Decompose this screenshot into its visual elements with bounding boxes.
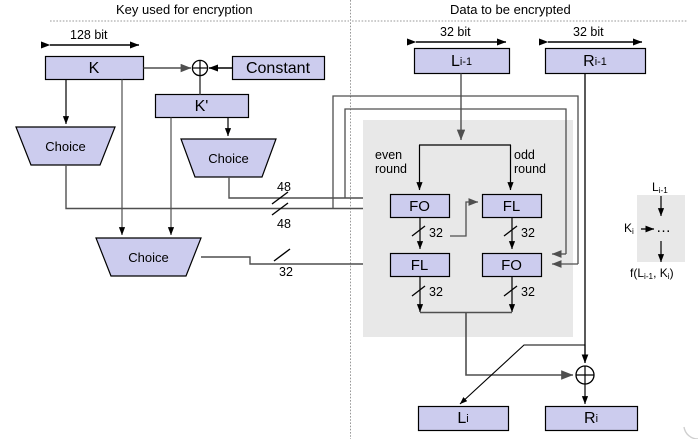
block-FL-even	[389, 252, 451, 278]
slash-32-d	[503, 285, 518, 297]
bus-label-48-even: 48	[277, 180, 291, 194]
wire-choice1-out	[65, 165, 333, 210]
legend-output-mid: , K	[653, 266, 668, 280]
section-title-right: Data to be encrypted	[450, 2, 571, 17]
legend-key-label: Ki	[624, 221, 634, 236]
data-box-R-prev	[544, 47, 647, 75]
slash-32-c	[411, 285, 426, 297]
dimension-label-128bit: 128 bit	[70, 28, 108, 42]
round-label-odd: odd round	[514, 148, 546, 176]
block-FO-even	[389, 193, 451, 219]
legend-output-sub2: i	[667, 272, 670, 282]
bus-label-32-fo-even: 32	[429, 226, 443, 240]
round-label-even-line2: round	[375, 162, 407, 176]
feedback-wire-inner	[344, 108, 567, 254]
round-panel	[363, 120, 573, 337]
legend-output-label: f(Li-1, Ki)	[630, 266, 674, 281]
bus-label-32-fl: 32	[279, 265, 293, 279]
legend-ellipsis: …	[656, 219, 672, 236]
choice-block-3	[95, 237, 202, 277]
wire-fo-even-to-fl-odd	[450, 198, 479, 237]
legend-output-fn: f(L	[630, 266, 645, 280]
bus-label-32-fo-odd: 32	[521, 285, 535, 299]
bus-label-48-odd: 48	[277, 217, 291, 231]
section-title-left: Key used for encryption	[116, 2, 253, 17]
data-box-L-prev	[413, 47, 511, 75]
round-label-even-line1: even	[375, 148, 403, 162]
bus-label-32-fl-even: 32	[429, 285, 443, 299]
dimension-label-32bit-left: 32 bit	[440, 25, 471, 39]
block-FO-odd	[481, 252, 543, 278]
legend-output-end: )	[669, 266, 674, 280]
legend-output-sub1: i-1	[644, 272, 654, 282]
key-box-K	[44, 55, 145, 81]
round-label-even: even round	[375, 148, 407, 176]
legend-input-subscript: i-1	[658, 186, 668, 196]
data-box-L-out	[417, 405, 510, 432]
dimension-label-32bit-right: 32 bit	[573, 25, 604, 39]
round-label-odd-line1: odd	[514, 148, 535, 162]
data-box-R-out	[544, 405, 639, 432]
legend-key-subscript: i	[632, 227, 634, 237]
key-box-kprime	[154, 93, 250, 119]
wire-choice3-out	[201, 256, 387, 269]
slash-48-even	[271, 191, 289, 205]
slash-32-a	[411, 225, 426, 237]
feedback-wire-outer	[332, 95, 579, 264]
corner-arc-decoration	[683, 426, 699, 439]
wire-bypass-to-Li	[459, 344, 586, 405]
wire-merge-down	[465, 312, 574, 380]
block-FL-odd	[481, 193, 543, 219]
slash-48-odd	[271, 202, 289, 216]
legend-input-label: Li-1	[652, 180, 668, 195]
slash-32-b	[503, 225, 518, 237]
slash-32-fl	[273, 248, 291, 262]
wire-choice2-out	[228, 177, 387, 203]
legend-key-letter: K	[624, 221, 633, 235]
key-box-constant	[231, 55, 326, 81]
choice-block-2	[180, 138, 277, 178]
choice-block-1	[15, 126, 116, 166]
bus-label-32-fl-odd: 32	[521, 226, 535, 240]
legend-input-letter: L	[652, 180, 659, 194]
round-label-odd-line2: round	[514, 162, 546, 176]
